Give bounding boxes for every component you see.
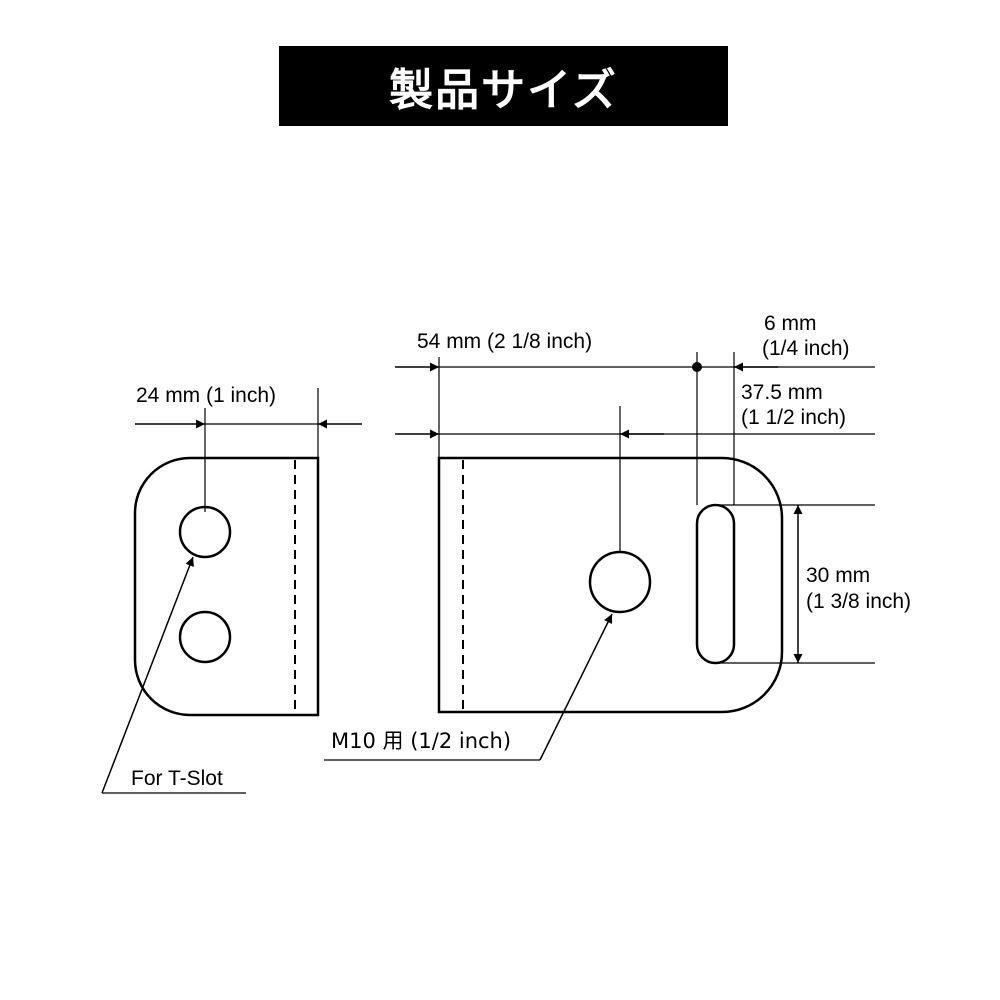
slot-length-inch-label: (1 3/8 inch) — [806, 590, 911, 613]
t-slot-hole-top — [178, 505, 232, 559]
large-bracket-outline — [437, 456, 784, 714]
page-title: 製品サイズ — [389, 65, 618, 116]
small-width-label: 24 mm (1 inch) — [136, 384, 276, 407]
large-bracket-view — [437, 456, 784, 714]
hole-offset-dimension — [395, 406, 875, 552]
slot-length-mm-label: 30 mm — [806, 564, 870, 587]
hole-offset-mm-label: 37.5 mm — [741, 381, 823, 404]
slot-width-inch-label: (1/4 inch) — [762, 337, 850, 360]
hole-offset-inch-label: (1 1/2 inch) — [741, 406, 846, 429]
adjustment-slot — [695, 503, 736, 665]
m10-hole — [588, 550, 652, 614]
t-slot-hole-bottom — [178, 610, 232, 664]
large-width-dimension — [395, 352, 875, 505]
small-bracket-view — [133, 456, 320, 717]
t-slot-label: For T-Slot — [131, 767, 223, 790]
m10-leader — [324, 613, 613, 761]
small-bracket-outline — [133, 456, 320, 717]
title-banner: 製品サイズ — [279, 46, 728, 126]
large-width-label: 54 mm (2 1/8 inch) — [417, 330, 592, 353]
slot-width-mm-label: 6 mm — [764, 312, 817, 335]
slot-reference-dot — [692, 362, 702, 372]
t-slot-leader — [101, 556, 246, 794]
m10-label: M10 用 (1/2 inch) — [331, 729, 511, 753]
slot-length-dimension — [716, 504, 875, 664]
small-width-dimension — [135, 388, 362, 512]
